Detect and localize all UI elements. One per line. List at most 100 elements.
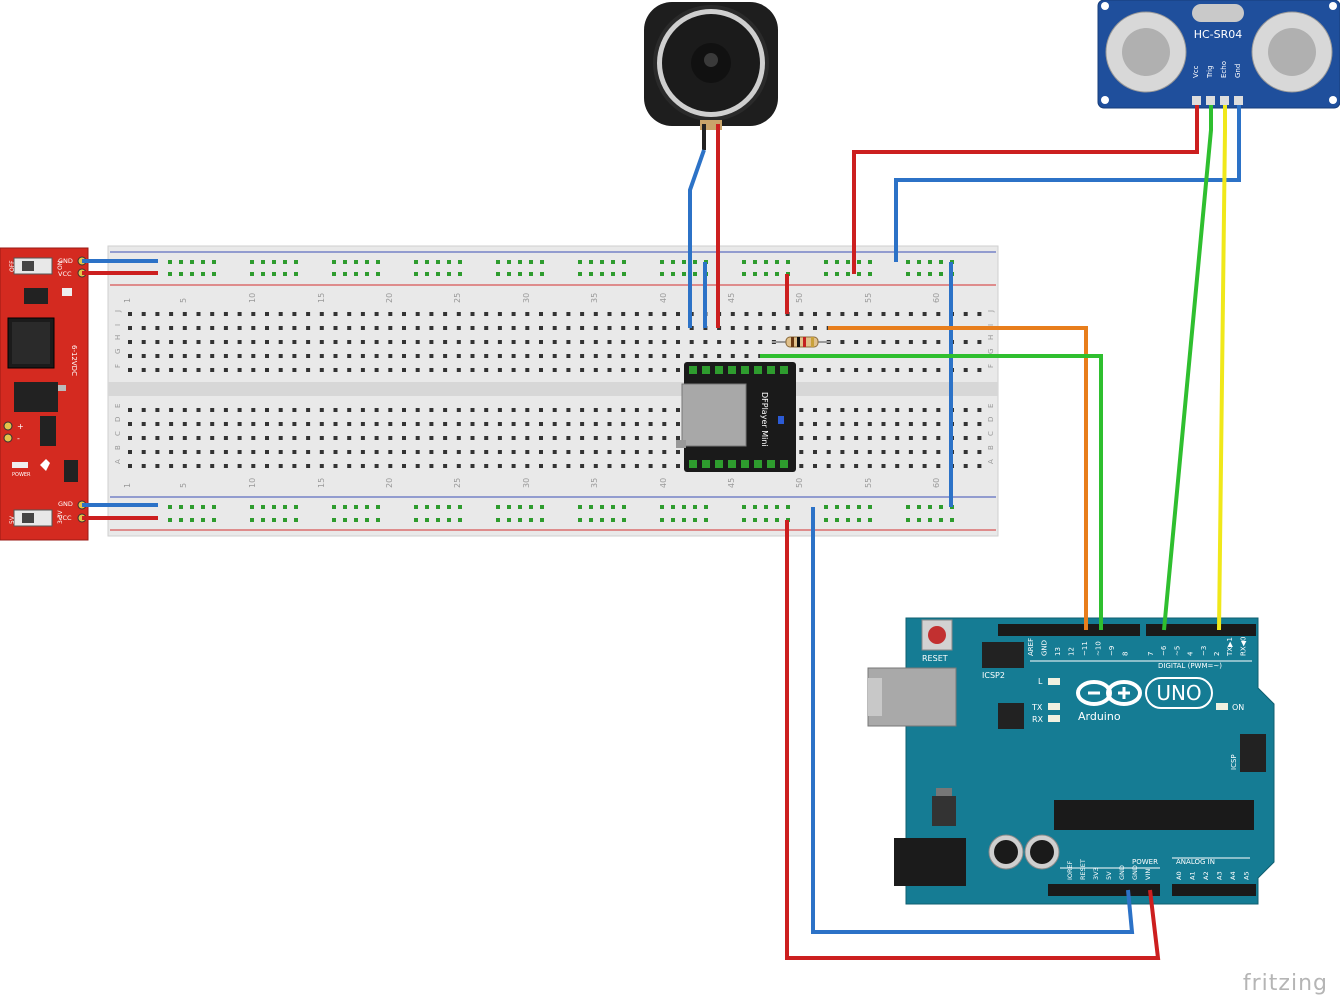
breadboard-hole bbox=[539, 354, 543, 358]
rail-hole bbox=[835, 505, 839, 509]
digital-pin-label: ~6 bbox=[1160, 645, 1168, 656]
breadboard-hole bbox=[347, 368, 352, 372]
breadboard-hole bbox=[456, 340, 461, 344]
breadboard-hole bbox=[621, 312, 626, 316]
breadboard-hole bbox=[648, 422, 653, 426]
rail-hole bbox=[764, 260, 768, 264]
breadboard-hole bbox=[429, 340, 434, 344]
breadboard-hole bbox=[799, 436, 804, 440]
breadboard-hole bbox=[169, 368, 174, 372]
breadboard-hole bbox=[402, 408, 406, 412]
row-letter-right-i: I bbox=[987, 324, 995, 326]
breadboard-hole bbox=[210, 354, 215, 358]
breadboard-hole bbox=[456, 326, 461, 330]
breadboard-hole bbox=[922, 422, 927, 426]
wire-sensor-vcc bbox=[852, 105, 1199, 274]
breadboard-hole bbox=[854, 422, 859, 426]
breadboard-hole bbox=[593, 408, 598, 412]
breadboard-hole bbox=[169, 312, 174, 316]
breadboard-hole bbox=[607, 326, 612, 330]
breadboard-hole bbox=[278, 368, 283, 372]
breadboard-hole bbox=[292, 340, 297, 344]
rail-hole bbox=[917, 505, 921, 509]
pm-bottom-vcc-label: VCC bbox=[58, 514, 72, 522]
breadboard-hole bbox=[813, 450, 817, 454]
breadboard-hole bbox=[182, 464, 187, 468]
row-letter-d: D bbox=[114, 417, 122, 422]
rail-hole bbox=[540, 518, 544, 522]
breadboard-hole bbox=[278, 408, 283, 412]
breadboard-hole bbox=[826, 408, 831, 412]
breadboard-hole bbox=[360, 422, 365, 426]
rail-hole bbox=[824, 518, 828, 522]
breadboard-hole bbox=[360, 354, 365, 358]
breadboard-hole bbox=[963, 368, 968, 372]
breadboard-hole bbox=[306, 312, 311, 316]
sensor-pin-label-gnd: Gnd bbox=[1234, 64, 1242, 78]
power-header-label: POWER bbox=[1132, 858, 1158, 866]
breadboard-hole bbox=[552, 408, 557, 412]
breadboard-hole bbox=[634, 354, 639, 358]
dfplayer-label: DFPlayer Mini bbox=[760, 392, 769, 447]
rail-hole bbox=[272, 505, 276, 509]
row-letter-e: E bbox=[114, 404, 122, 408]
breadboard-hole bbox=[443, 450, 448, 454]
row-letter-a: A bbox=[114, 459, 122, 464]
rail-hole bbox=[425, 518, 429, 522]
breadboard-hole bbox=[306, 326, 311, 330]
rail-hole bbox=[578, 518, 582, 522]
dfplayer-pin bbox=[715, 366, 723, 374]
breadboard-hole bbox=[388, 436, 393, 440]
rail-hole bbox=[332, 260, 336, 264]
breadboard-hole bbox=[443, 312, 448, 316]
rail-hole bbox=[742, 505, 746, 509]
breadboard-hole bbox=[922, 312, 927, 316]
breadboard-hole bbox=[415, 436, 420, 440]
rail-hole bbox=[261, 260, 265, 264]
resistor bbox=[772, 336, 830, 348]
breadboard-hole bbox=[867, 340, 872, 344]
breadboard-hole bbox=[867, 422, 872, 426]
breadboard-hole bbox=[936, 312, 941, 316]
rail-hole bbox=[682, 505, 686, 509]
breadboard-hole bbox=[484, 450, 489, 454]
rail-hole bbox=[622, 518, 626, 522]
breadboard-hole bbox=[648, 408, 653, 412]
breadboard-hole bbox=[826, 436, 831, 440]
breadboard-hole bbox=[676, 368, 680, 372]
breadboard-hole bbox=[484, 312, 489, 316]
breadboard-hole bbox=[278, 422, 283, 426]
breadboard-hole bbox=[854, 408, 859, 412]
rail-hole bbox=[671, 505, 675, 509]
crystal bbox=[1192, 4, 1244, 22]
breadboard-hole bbox=[580, 464, 585, 468]
breadboard-hole bbox=[771, 326, 776, 330]
breadboard-hole bbox=[607, 436, 612, 440]
breadboard-hole bbox=[223, 464, 228, 468]
rail-hole bbox=[496, 505, 500, 509]
icsp2-label: ICSP2 bbox=[982, 671, 1005, 680]
rail-hole bbox=[436, 272, 440, 276]
rail-hole bbox=[753, 518, 757, 522]
breadboard-hole bbox=[634, 422, 639, 426]
digital-label: DIGITAL (PWM=~) bbox=[1158, 662, 1222, 670]
breadboard-hole bbox=[867, 464, 872, 468]
digital-pin-label: 13 bbox=[1054, 647, 1062, 656]
breadboard-hole bbox=[237, 312, 242, 316]
breadboard-hole bbox=[456, 312, 461, 316]
breadboard-hole bbox=[484, 368, 489, 372]
rail-hole bbox=[693, 260, 697, 264]
rail-hole bbox=[529, 272, 533, 276]
rail-hole bbox=[753, 260, 757, 264]
breadboard-hole bbox=[347, 326, 352, 330]
breadboard-hole bbox=[854, 450, 859, 454]
rail-hole bbox=[458, 272, 462, 276]
breadboard-hole bbox=[402, 340, 406, 344]
row-letter-right-j: J bbox=[987, 310, 995, 313]
breadboard-hole bbox=[265, 312, 269, 316]
power-pin-label: 5V bbox=[1105, 871, 1113, 880]
rail-hole bbox=[201, 505, 205, 509]
breadboard-hole bbox=[539, 408, 543, 412]
digital-pin-label: 4 bbox=[1187, 651, 1195, 656]
reset-button-cap[interactable] bbox=[928, 626, 946, 644]
